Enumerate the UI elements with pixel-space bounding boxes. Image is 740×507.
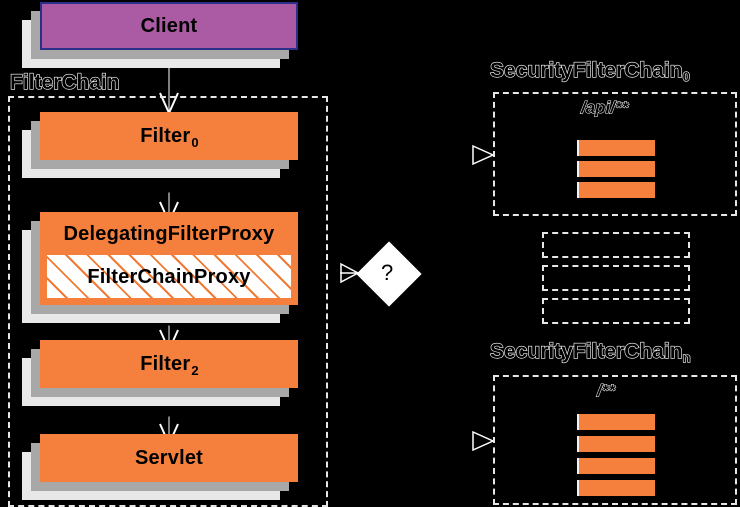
node-servlet-label: Servlet: [134, 447, 204, 469]
arrowhead-into-sfc0: [472, 144, 495, 166]
sfcn-box: [493, 375, 737, 505]
node-client[interactable]: Client: [22, 2, 298, 68]
sfc-placeholder-row-1: [542, 232, 690, 258]
sfc-placeholder-row-3: [542, 298, 690, 324]
decision-diamond-label: ?: [381, 260, 394, 285]
node-filter-chain-proxy[interactable]: FilterChainProxy: [47, 255, 291, 298]
sfcn-filter-bar-4[interactable]: [577, 480, 655, 496]
node-servlet-face: Servlet: [40, 434, 298, 482]
node-filter-chain-proxy-label: FilterChainProxy: [87, 265, 251, 288]
sfcn-pattern: /**: [597, 381, 616, 400]
node-filter0[interactable]: Filter0: [22, 112, 298, 178]
sfc0-box: [493, 92, 737, 216]
node-delegating-filter-proxy-face: DelegatingFilterProxy FilterChainProxy: [40, 212, 298, 305]
node-client-label: Client: [140, 15, 198, 37]
node-delegating-filter-proxy-title-row: DelegatingFilterProxy: [41, 213, 297, 255]
sfc0-filter-bar-2[interactable]: [577, 161, 655, 177]
filterchain-group-label: FilterChain: [9, 71, 120, 94]
sfcn-filter-bar-3[interactable]: [577, 458, 655, 474]
filterchain-group-box: [8, 96, 328, 507]
sfc-placeholder-row-2: [542, 265, 690, 291]
sfcn-title: SecurityFilterChainn: [489, 340, 691, 365]
sfc0-pattern: /api/**: [580, 98, 629, 117]
node-client-face: Client: [40, 2, 298, 50]
node-filter0-face: Filter0: [40, 112, 298, 160]
connector-to-decision: [340, 262, 360, 284]
sfc0-title: SecurityFilterChain0: [489, 59, 690, 84]
sfc0-filter-bar-3[interactable]: [577, 182, 655, 198]
node-filter2[interactable]: Filter2: [22, 340, 298, 406]
node-filter2-face: Filter2: [40, 340, 298, 388]
node-delegating-filter-proxy-label: DelegatingFilterProxy: [63, 223, 275, 245]
sfcn-filter-bar-1[interactable]: [577, 414, 655, 430]
node-filter2-label: Filter2: [140, 353, 199, 378]
arrowhead-into-sfcn: [472, 430, 495, 452]
node-filter0-label: Filter0: [140, 125, 199, 150]
sfc0-filter-bar-1[interactable]: [577, 140, 655, 156]
sfcn-filter-bar-2[interactable]: [577, 436, 655, 452]
node-servlet[interactable]: Servlet: [22, 434, 298, 500]
node-delegating-filter-proxy[interactable]: DelegatingFilterProxy FilterChainProxy: [22, 212, 298, 323]
